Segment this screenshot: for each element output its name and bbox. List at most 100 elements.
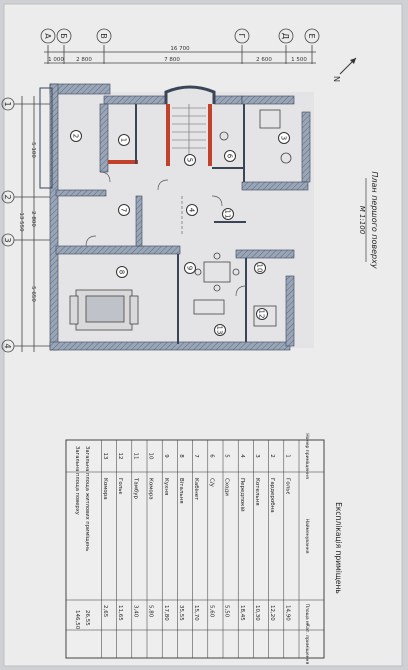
dim-left-overall: 13 550 [18, 212, 24, 232]
row-name: Передпокій [239, 478, 246, 512]
table-footer-row: Загальна площа поверху 146,50 [74, 446, 80, 630]
dim-seg-5: 1 500 [291, 57, 307, 63]
row-number: 1 [284, 454, 290, 458]
svg-text:7: 7 [120, 208, 128, 212]
row-name: Сходи [224, 478, 230, 496]
header-name: Найменування [304, 519, 311, 554]
axis-letter-v: В [99, 33, 108, 39]
room-marker: 13 [214, 324, 226, 336]
row-name: Комора [102, 478, 108, 500]
room-marker: 1 [118, 134, 130, 146]
kitchen-table [193, 252, 240, 315]
svg-text:13: 13 [216, 326, 224, 335]
axis-letters [40, 28, 320, 64]
explication-title: Експлікація приміщень [334, 502, 343, 594]
room-marker: 7 [118, 204, 130, 216]
axis-letter-g: Г [237, 34, 246, 39]
row-name: Гардеробна [269, 478, 275, 513]
row-area: 2,65 [102, 605, 108, 618]
row-area: 5,50 [224, 605, 230, 618]
dim-total: 16 700 [170, 46, 190, 52]
room-marker: 5 [184, 154, 196, 166]
room-marker: 6 [224, 150, 236, 162]
axis-letter-b: Б [59, 33, 68, 39]
room-marker: 3 [278, 132, 290, 144]
row-number: 13 [102, 453, 108, 460]
row-area: 17,80 [163, 605, 169, 621]
sofa-set [69, 289, 139, 331]
row-area: 11,65 [117, 605, 123, 621]
axis-number-1: 1 [3, 101, 12, 106]
row-number: 2 [269, 454, 275, 458]
axis-numbers [1, 96, 50, 353]
dim-seg-1: 1 000 [48, 57, 64, 63]
dim-left-1: 5 100 [30, 142, 36, 158]
plan-scale: М 1:100 [358, 206, 366, 235]
plan-title: План першого поверху [370, 171, 379, 268]
dim-left-3: 5 650 [30, 286, 36, 302]
row-name: Гольє [117, 478, 123, 495]
footer-value: 146,50 [74, 610, 80, 630]
row-name: Комора [148, 478, 154, 500]
room-marker: 12 [256, 308, 268, 320]
svg-text:11: 11 [224, 210, 232, 219]
row-area: 10,30 [254, 605, 260, 621]
row-name: Кухня [163, 478, 169, 495]
footer-label: Загальна площа поверху [74, 446, 80, 515]
row-number: 12 [117, 453, 123, 460]
row-number: 4 [239, 454, 245, 458]
row-number: 11 [132, 453, 138, 460]
boiler-icon [280, 152, 292, 164]
axis-letter-e: Е [307, 33, 316, 38]
header-category: Кат. приміщення [304, 624, 310, 665]
row-area: 5,60 [208, 605, 214, 618]
row-number: 8 [178, 454, 184, 458]
axis-letter-a: А [43, 33, 52, 39]
dim-seg-2: 2 800 [76, 57, 92, 63]
axis-number-3: 3 [3, 237, 12, 242]
row-name: Кабінет [193, 478, 199, 501]
svg-text:2: 2 [72, 134, 80, 138]
svg-text:12: 12 [258, 310, 266, 319]
row-area: 5,80 [148, 605, 154, 618]
balcony [39, 87, 53, 189]
svg-text:6: 6 [226, 154, 234, 159]
room-marker: 10 [254, 262, 266, 274]
room-marker: 9 [184, 262, 196, 274]
floor-plan [39, 83, 314, 351]
row-name: Котельня [254, 478, 260, 506]
row-area: 35,55 [178, 605, 184, 621]
table-row: 6С/у5,60 [208, 454, 214, 617]
north-arrow: N [332, 57, 357, 82]
axis-number-4: 4 [3, 343, 12, 348]
row-name: Вітальня [178, 478, 184, 504]
svg-text:10: 10 [256, 264, 264, 273]
row-area: 12,20 [269, 605, 275, 621]
room-markers: 1 2 3 4 5 6 7 8 9 10 11 12 13 [70, 130, 290, 336]
axis-letter-d: Д [281, 33, 290, 39]
row-name: С/у [208, 478, 214, 488]
row-number: 5 [224, 454, 230, 458]
row-area: 15,70 [193, 605, 199, 621]
row-name: Тамбур [132, 477, 138, 500]
footer-value: 26,55 [84, 610, 90, 626]
svg-text:N: N [332, 76, 341, 82]
header-area: Площа м² [304, 604, 310, 627]
svg-text:4: 4 [188, 208, 196, 213]
svg-text:8: 8 [118, 270, 126, 274]
top-dimension-lines [44, 51, 316, 64]
svg-text:3: 3 [280, 136, 288, 140]
svg-text:9: 9 [186, 266, 194, 270]
room-marker: 4 [186, 204, 198, 216]
svg-text:1: 1 [120, 138, 128, 142]
